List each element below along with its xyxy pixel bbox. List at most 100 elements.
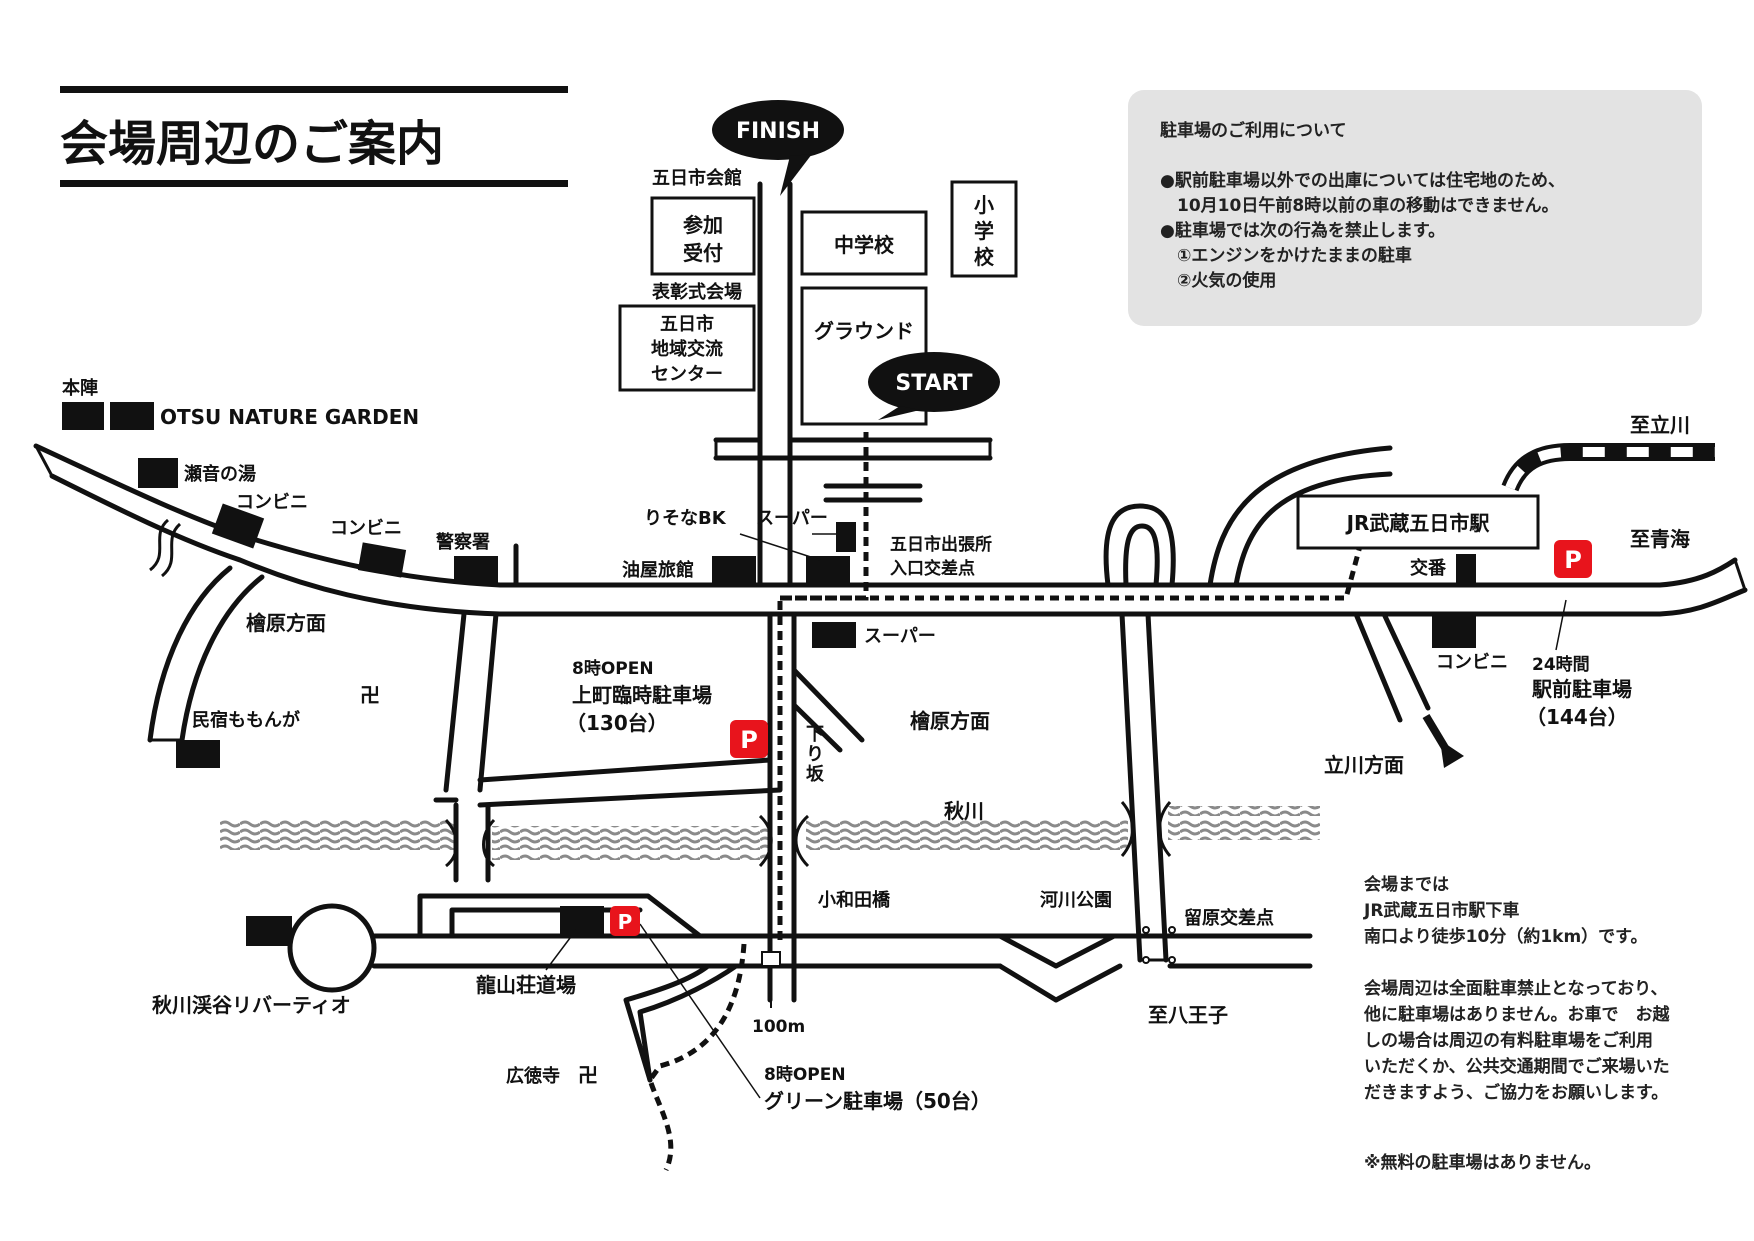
label-kudarizaka: り	[806, 744, 824, 765]
south-road-lower	[997, 963, 1059, 1003]
ryuzanso-road-a	[417, 893, 703, 939]
label-seon: 瀬音の湯	[184, 463, 256, 485]
access-line: しの場合は周辺の有料駐車場をご利用	[1364, 1030, 1653, 1051]
loop-road-inner	[1123, 523, 1160, 588]
river-segment	[1168, 806, 1320, 840]
map-labels: 本陣 OTSU NATURE GARDEN 瀬音の湯 コンビニ コンビニ 警察署…	[62, 377, 1690, 1113]
info-line: ●駅前駐車場以外での出庫については住宅地のため、	[1160, 170, 1565, 191]
kamicho-road-a	[477, 611, 499, 793]
svg-text:P: P	[740, 726, 758, 754]
start-bubble-tail	[878, 406, 920, 420]
label-tomehara: 留原交差点	[1184, 907, 1274, 929]
tachikawa-north-a	[1207, 445, 1393, 588]
main-road-lower	[49, 473, 1748, 617]
parking-icon: P	[610, 906, 640, 936]
road-network	[33, 181, 1748, 1083]
info-box-bg	[1128, 90, 1702, 326]
label-aburaya: 油屋旅館	[622, 559, 694, 581]
label-riverteo: 秋川渓谷リバーティオ	[152, 993, 351, 1017]
signal-dot	[1142, 926, 1150, 934]
south-road-v	[997, 933, 1059, 969]
label-kowada: 小和田橋	[818, 889, 891, 911]
label-itsukaichi-kaikan: 五日市会館	[652, 167, 742, 189]
block-otsu	[110, 402, 154, 430]
building-chugakko-label: 中学校	[834, 233, 895, 257]
tachikawa-south-b	[1381, 611, 1431, 711]
block-keisatsu	[454, 556, 498, 584]
access-line: 南口より徒歩10分（約1km）です。	[1364, 926, 1647, 947]
access-line: ※無料の駐車場はありません。	[1364, 1152, 1601, 1173]
hachioji-road-a	[1119, 611, 1143, 963]
block-honjin	[62, 402, 104, 430]
parking-info-box: 駐車場のご利用について ●駅前駐車場以外での出庫については住宅地のため、 10月…	[1128, 90, 1702, 326]
river-segment	[492, 826, 770, 860]
signal-dot	[1142, 956, 1150, 964]
parking-icon: P	[1554, 540, 1592, 578]
manji-icon: 卍	[578, 1063, 598, 1087]
road-end	[1733, 559, 1747, 591]
label-honjin: 本陣	[62, 377, 98, 399]
building-shogakko-char: 小	[974, 193, 994, 217]
hachioji-road-b	[1145, 611, 1169, 963]
label-hyoshoshiki: 表彰式会場	[652, 281, 742, 303]
label-kudarizaka: 坂	[806, 764, 825, 785]
label-hinohara1: 檜原方面	[246, 611, 326, 635]
start-marker: START	[868, 352, 1000, 420]
walking-route	[647, 432, 1363, 1172]
building-chugakko	[800, 210, 928, 276]
access-line: いただくか、公共交通期間でご来場いた	[1364, 1056, 1670, 1077]
label-otsu: OTSU NATURE GARDEN	[160, 405, 419, 429]
building-koryu	[618, 304, 756, 392]
river-segment	[220, 820, 456, 854]
label-akigawa: 秋川	[944, 799, 984, 823]
label-minshuku: 民宿ももんが	[192, 709, 300, 731]
bridge-mark	[482, 818, 496, 868]
svg-text:P: P	[618, 910, 633, 934]
kotokuji-road-b	[623, 963, 711, 1083]
start-label: START	[895, 371, 972, 396]
label-kamicho-open: 8時OPEN	[572, 658, 654, 679]
station-block: JR武蔵五日市駅	[1296, 494, 1540, 550]
block-konbini1	[211, 503, 265, 549]
label-ekimae-name: 駅前駐車場	[1531, 677, 1632, 701]
loop-road-outer	[1103, 503, 1176, 588]
access-line: 会場までは	[1364, 874, 1449, 895]
signal-dot	[1168, 956, 1176, 964]
label-kasen-koen: 河川公園	[1040, 890, 1112, 911]
building-koryu-line2: 地域交流	[651, 338, 723, 360]
label-konbini1: コンビニ	[236, 492, 308, 513]
info-line: ●駐車場では次の行為を禁止します。	[1160, 220, 1445, 241]
label-konbini3: コンビニ	[1436, 652, 1508, 673]
access-note: 会場までは JR武蔵五日市駅下車 南口より徒歩10分（約1km）です。 会場周辺…	[1363, 874, 1670, 1173]
river-segment	[806, 820, 1128, 854]
landmark-blocks	[62, 402, 1476, 946]
label-super1: スーパー	[756, 508, 828, 529]
block-konbini2	[357, 542, 407, 578]
slope-road	[791, 702, 843, 753]
finish-label: FINISH	[736, 119, 820, 144]
bridge-mark	[794, 814, 810, 868]
label-hachioji: 至八王子	[1148, 1003, 1228, 1027]
route-south	[647, 943, 747, 1172]
leader-lines	[545, 533, 1567, 1099]
tachikawa-south-a	[1353, 611, 1403, 723]
signal-dot	[1168, 926, 1176, 934]
building-koryu-line1: 五日市	[660, 313, 714, 335]
block-ryuzanso	[560, 906, 604, 934]
block-riverteo	[246, 916, 292, 946]
slope-road	[791, 667, 865, 743]
bridge-mark	[758, 814, 773, 868]
label-kotokuji: 広徳寺	[506, 1065, 560, 1087]
roundabout	[287, 903, 377, 993]
label-risona: りそなBK	[644, 508, 727, 529]
station-box	[1296, 494, 1540, 550]
page-title: 会場周辺のご案内	[60, 116, 444, 172]
finish-bubble-tail	[780, 154, 812, 196]
scale-box	[761, 951, 781, 967]
road-end	[34, 445, 54, 477]
label-koban: 交番	[1410, 557, 1447, 579]
building-shogakko-char: 校	[974, 245, 995, 269]
label-kamicho-cap: （130台）	[566, 711, 668, 735]
label-ryuzanso: 龍山荘道場	[476, 973, 576, 997]
